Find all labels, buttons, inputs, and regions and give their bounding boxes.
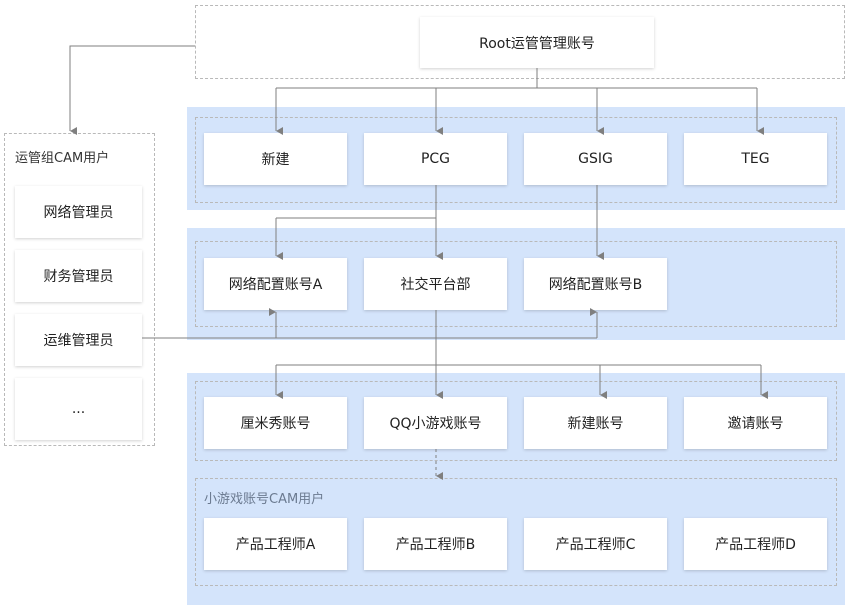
level1-node-pcg[interactable]: PCG [364, 133, 507, 185]
level3-node-new-account[interactable]: 新建账号 [524, 397, 667, 449]
mini-game-users-container [195, 478, 837, 586]
root-account-node[interactable]: Root运管管理账号 [420, 17, 654, 68]
mini-game-user-a[interactable]: 产品工程师A [204, 518, 347, 570]
level3-node-limixiu[interactable]: 厘米秀账号 [204, 397, 347, 449]
root-container [195, 5, 845, 79]
level1-node-gsig[interactable]: GSIG [524, 133, 667, 185]
ops-users-title: 运管组CAM用户 [15, 151, 110, 166]
level1-container [195, 117, 837, 203]
level2-node-social-platform[interactable]: 社交平台部 [364, 258, 507, 310]
mini-game-user-b[interactable]: 产品工程师B [364, 518, 507, 570]
ops-users-container [4, 133, 155, 446]
ops-user-network-admin[interactable]: 网络管理员 [15, 186, 142, 238]
level3-node-invite-account[interactable]: 邀请账号 [684, 397, 827, 449]
level2-container [195, 241, 837, 327]
ops-user-ops-admin[interactable]: 运维管理员 [15, 314, 142, 366]
mini-game-user-d[interactable]: 产品工程师D [684, 518, 827, 570]
ops-user-finance-admin[interactable]: 财务管理员 [15, 250, 142, 302]
level2-node-network-a[interactable]: 网络配置账号A [204, 258, 347, 310]
mini-game-user-c[interactable]: 产品工程师C [524, 518, 667, 570]
level1-node-xinjian[interactable]: 新建 [204, 133, 347, 185]
root-to-ops-line [69, 45, 195, 135]
ops-user-more[interactable]: ... [15, 378, 142, 440]
level2-node-network-b[interactable]: 网络配置账号B [524, 258, 667, 310]
level1-node-teg[interactable]: TEG [684, 133, 827, 185]
mini-game-users-title: 小游戏账号CAM用户 [204, 492, 325, 507]
level3-container [195, 381, 837, 461]
level3-node-qq-minigame[interactable]: QQ小游戏账号 [364, 397, 507, 449]
